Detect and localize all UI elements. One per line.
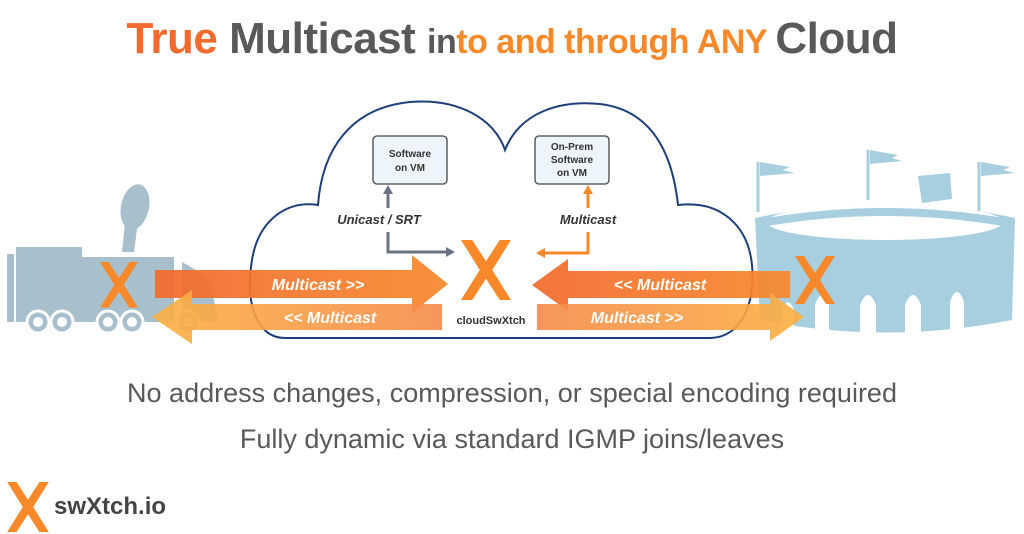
- title-to-and-through: to and through ANY: [456, 23, 776, 61]
- unicast-srt-label: Unicast / SRT: [337, 212, 422, 227]
- arrow-right-in-label: << Multicast: [614, 277, 707, 294]
- arrow-multicast-right-in: [532, 259, 790, 311]
- arrow-multicast-left-out: [152, 290, 442, 344]
- page-title: True Multicast into and through ANY Clou…: [0, 14, 1024, 64]
- cloudswxtch-label: cloudSwXtch: [456, 315, 525, 327]
- vm-box-right: On-Prem Software on VM: [534, 135, 610, 185]
- arrow-left-out-label: << Multicast: [284, 310, 377, 327]
- unicast-connector: [383, 185, 455, 257]
- title-multicast: Multicast: [229, 14, 428, 63]
- arrow-right-icon: [446, 247, 455, 257]
- multicast-connector: [536, 185, 593, 258]
- brand-logo: swXtch.io: [6, 482, 166, 532]
- arrow-right-out-label: Multicast >>: [591, 310, 683, 327]
- swxtch-x-logo-icon: [7, 482, 49, 532]
- arrow-up-icon: [583, 185, 593, 194]
- vm-right-line1: On-Prem: [551, 142, 593, 153]
- vm-left-line2: on VM: [395, 163, 425, 174]
- arrow-left-icon: [536, 248, 545, 258]
- arrow-multicast-right-out: [537, 293, 804, 341]
- title-in: in: [427, 23, 457, 61]
- cloud-icon: [248, 100, 754, 339]
- title-cloud: Cloud: [775, 14, 898, 63]
- arrow-multicast-left-in: [155, 255, 448, 313]
- vm-right-line2: Software: [551, 155, 594, 166]
- subtitle-line-1: No address changes, compression, or spec…: [127, 378, 897, 408]
- stadium-icon: [755, 150, 1015, 338]
- brand-name: swXtch.io: [54, 493, 167, 520]
- arrow-left-in-label: Multicast >>: [272, 277, 364, 294]
- vm-box-left: Software on VM: [372, 135, 448, 185]
- arrow-up-icon: [383, 185, 393, 194]
- vm-left-line1: Software: [389, 149, 432, 160]
- vm-right-line3: on VM: [557, 168, 587, 179]
- subtitle-line-2: Fully dynamic via standard IGMP joins/le…: [239, 424, 785, 454]
- title-true: True: [126, 14, 230, 63]
- multicast-up-label: Multicast: [560, 212, 617, 227]
